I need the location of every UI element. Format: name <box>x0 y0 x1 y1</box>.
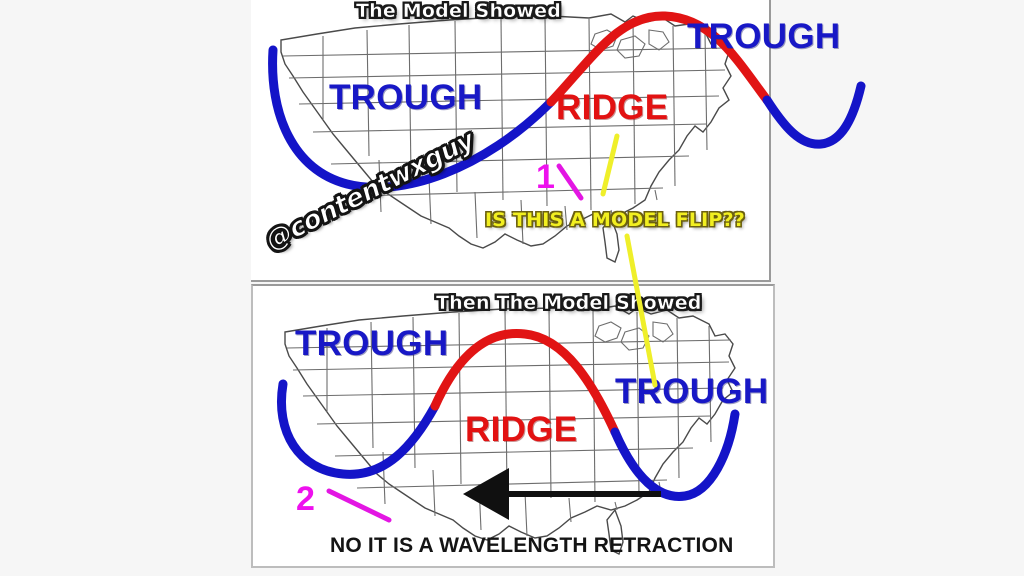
annotation-number-1: 1 <box>536 158 555 196</box>
wave-bottom-main <box>277 328 740 501</box>
us-map-bottom <box>263 292 763 560</box>
label-ridge-top: RIDGE <box>556 88 669 127</box>
label-ridge-bottom: RIDGE <box>465 410 578 449</box>
annotation-number-2: 2 <box>296 480 315 518</box>
wave-top-main <box>268 11 769 192</box>
wave-top-ne-trough <box>762 81 866 149</box>
panel-bottom-clip: TROUGH RIDGE TROUGH Then The Model Showe… <box>253 286 773 566</box>
label-trough-west-top: TROUGH <box>329 78 483 117</box>
panel-top-model-showed: TROUGH RIDGE The Model Showed 1 IS THIS … <box>251 0 866 282</box>
label-trough-east-bottom: TROUGH <box>615 372 769 411</box>
callout-model-flip-question: IS THIS A MODEL FLIP?? <box>485 209 745 231</box>
caption-wavelength-retraction: NO IT IS A WAVELENGTH RETRACTION <box>330 534 734 557</box>
label-trough-west-bottom: TROUGH <box>295 324 449 363</box>
panel-top-clip: TROUGH RIDGE The Model Showed 1 IS THIS … <box>251 0 769 280</box>
header-bottom-panel: Then The Model Showed <box>436 292 702 314</box>
header-top-panel: The Model Showed <box>356 0 562 22</box>
panel-bottom-then-model-showed: TROUGH RIDGE TROUGH Then The Model Showe… <box>251 284 775 568</box>
